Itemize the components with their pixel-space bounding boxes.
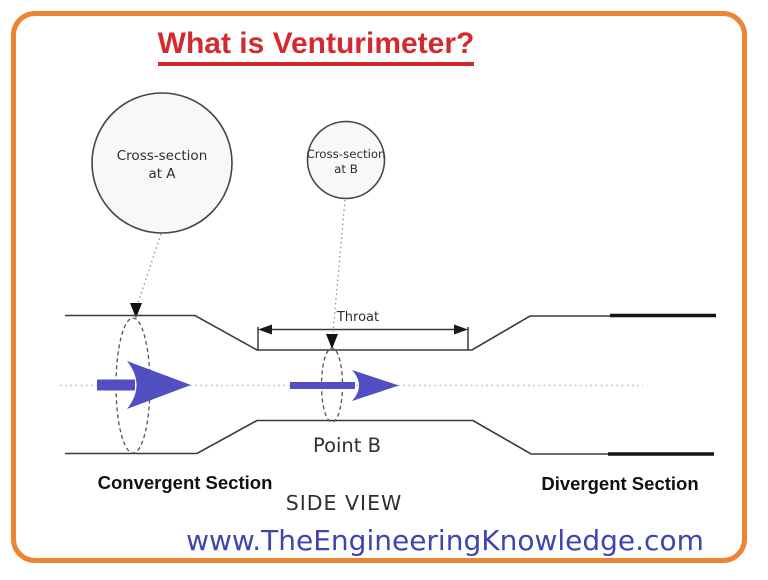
connector-a-dotted-line <box>137 233 162 304</box>
divergent-section-label: Divergent Section <box>541 473 698 494</box>
pipe-top-wall <box>65 314 614 351</box>
flow-arrow-b <box>290 370 399 401</box>
point-b-label: Point B <box>313 434 381 457</box>
page-title: What is Venturimeter? <box>0 27 632 66</box>
convergent-section-label: Convergent Section <box>98 472 273 493</box>
throat-dimension-extension-lines <box>257 327 469 350</box>
connector-b-arrowhead <box>326 334 338 349</box>
throat-dimension-right-arrowhead <box>454 324 468 335</box>
connector-a-arrowhead <box>130 303 142 318</box>
cross-section-b-label-line2: at B <box>334 162 358 176</box>
cross-section-b-label-line1: Cross-section <box>306 147 385 161</box>
cross-section-a-circle <box>91 92 233 234</box>
side-view-label: SIDE VIEW <box>286 491 403 515</box>
cross-section-b-circle <box>306 120 386 200</box>
throat-label: Throat <box>336 310 379 325</box>
pipe-bottom-wall <box>65 419 612 455</box>
cross-section-a-label-line1: Cross-section <box>117 148 208 164</box>
throat-dimension-left-arrowhead <box>258 324 272 335</box>
website-watermark: www.TheEngineeringKnowledge.com <box>186 524 704 557</box>
connector-b-dotted-line <box>332 199 346 333</box>
flow-arrow-a <box>97 361 191 409</box>
cross-section-a-label-line2: at A <box>148 166 176 182</box>
